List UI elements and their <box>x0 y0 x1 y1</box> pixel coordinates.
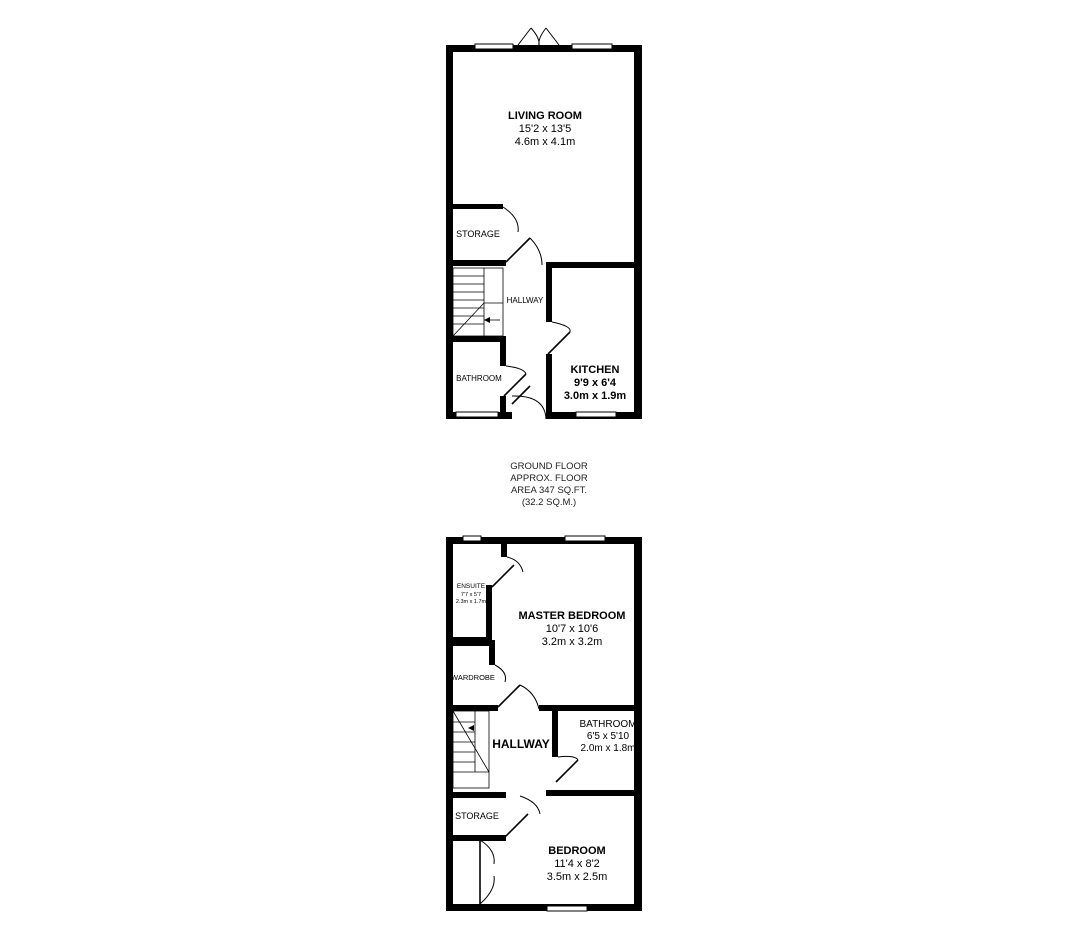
first-bottom-wall <box>446 904 642 911</box>
first-bathroom-dim-imperial: 6'5 x 5'10 <box>587 731 630 742</box>
master-bedroom-name: MASTER BEDROOM <box>519 610 626 622</box>
master-door-arc <box>519 684 540 710</box>
master-bedroom-window <box>564 535 606 542</box>
kitchen-door-arc <box>551 321 571 333</box>
bathroom-bottom-wall <box>546 790 642 796</box>
first-top-wall <box>446 537 642 544</box>
hall-door-arc <box>529 237 543 266</box>
french-door-right <box>545 27 560 46</box>
front-door-arc <box>511 395 547 420</box>
master-bottom-wall <box>539 705 642 711</box>
first-hallway-name: HALLWAY <box>492 737 550 751</box>
ground-left-wall <box>446 45 453 419</box>
ensuite-right-wall <box>486 585 492 640</box>
ground-top-wall <box>446 45 642 52</box>
bathroom-right-wall-upper <box>500 336 506 366</box>
wardrobe-bottom-wall <box>446 705 498 711</box>
first-bathroom-dim-metric: 2.0m x 1.8m <box>580 743 635 754</box>
bathroom-door-arc <box>505 365 527 375</box>
bedroom-window <box>546 905 588 912</box>
caption-line4: (32.2 SQ.M.) <box>522 497 576 508</box>
bathroom-left-wall-upper <box>552 705 558 757</box>
kitchen-window <box>575 411 617 418</box>
caption-line2: APPROX. FLOOR <box>510 473 588 484</box>
first-stairs <box>452 710 490 789</box>
ground-storage-name: STORAGE <box>456 229 500 239</box>
ground-bathroom-name: BATHROOM <box>456 374 502 383</box>
first-storage-name: STORAGE <box>455 811 499 821</box>
master-bedroom-dim-metric: 3.2m x 3.2m <box>542 636 603 648</box>
bathroom-top-wall <box>446 336 506 342</box>
wardrobe-door-arc <box>494 664 506 683</box>
storage-door-arc <box>502 206 519 233</box>
ground-floor-caption: GROUND FLOOR APPROX. FLOOR AREA 347 SQ.F… <box>510 461 588 508</box>
bathroom-right-wall-lower <box>500 396 506 419</box>
bedroom-cupboard-door-lower <box>479 875 495 905</box>
first-bathroom-name: BATHROOM <box>579 719 636 730</box>
first-right-wall <box>634 537 642 911</box>
first-floor-plan: ENSUITE 7'7 x 5'7 2.3m x 1.7m MASTER BED… <box>446 535 642 912</box>
first-storage-bottom-wall <box>446 835 506 841</box>
living-room-dim-metric: 4.6m x 4.1m <box>515 136 576 148</box>
kitchen-name: KITCHEN <box>571 364 620 376</box>
ground-floor-plan: LIVING ROOM 15'2 x 13'5 4.6m x 4.1m STOR… <box>446 27 642 420</box>
bedroom-dim-metric: 3.5m x 2.5m <box>547 871 608 883</box>
kitchen-dim-metric: 3.0m x 1.9m <box>564 390 627 402</box>
kitchen-top-wall <box>546 262 642 268</box>
living-window-right <box>571 43 613 50</box>
bathroom-door-arc-first <box>557 755 579 761</box>
living-room-name: LIVING ROOM <box>508 110 582 122</box>
ground-stairs <box>452 267 504 337</box>
ensuite-window <box>462 535 482 542</box>
first-storage-door-arc <box>519 795 541 815</box>
ensuite-dim-metric: 2.3m x 1.7m <box>456 599 487 605</box>
living-window-left <box>474 43 514 50</box>
ensuite-door-arc <box>506 556 524 573</box>
caption-line1: GROUND FLOOR <box>510 461 588 472</box>
french-door-left <box>517 27 532 46</box>
first-left-wall <box>446 537 453 911</box>
caption-line3: AREA 347 SQ.FT. <box>511 485 587 496</box>
master-bedroom-dim-imperial: 10'7 x 10'6 <box>546 623 599 635</box>
kitchen-dim-imperial: 9'9 x 6'4 <box>574 377 617 389</box>
kitchen-left-wall-lower <box>546 354 552 419</box>
living-room-dim-imperial: 15'2 x 13'5 <box>519 123 572 135</box>
ground-right-wall <box>634 45 642 419</box>
ensuite-dim-imperial: 7'7 x 5'7 <box>461 592 481 598</box>
bedroom-cupboard-door-upper <box>479 839 495 865</box>
storage-bottom-wall <box>446 260 506 266</box>
ensuite-name: ENSUITE <box>457 583 486 590</box>
ground-hallway-name: HALLWAY <box>507 296 544 305</box>
bedroom-name: BEDROOM <box>548 845 605 857</box>
kitchen-left-wall-upper <box>546 262 552 322</box>
first-storage-top-wall <box>446 792 506 798</box>
bedroom-dim-imperial: 11'4 x 8'2 <box>554 858 600 870</box>
wardrobe-name: WARDROBE <box>451 673 495 682</box>
storage-top-wall <box>446 204 503 209</box>
bathroom-window <box>455 411 499 418</box>
